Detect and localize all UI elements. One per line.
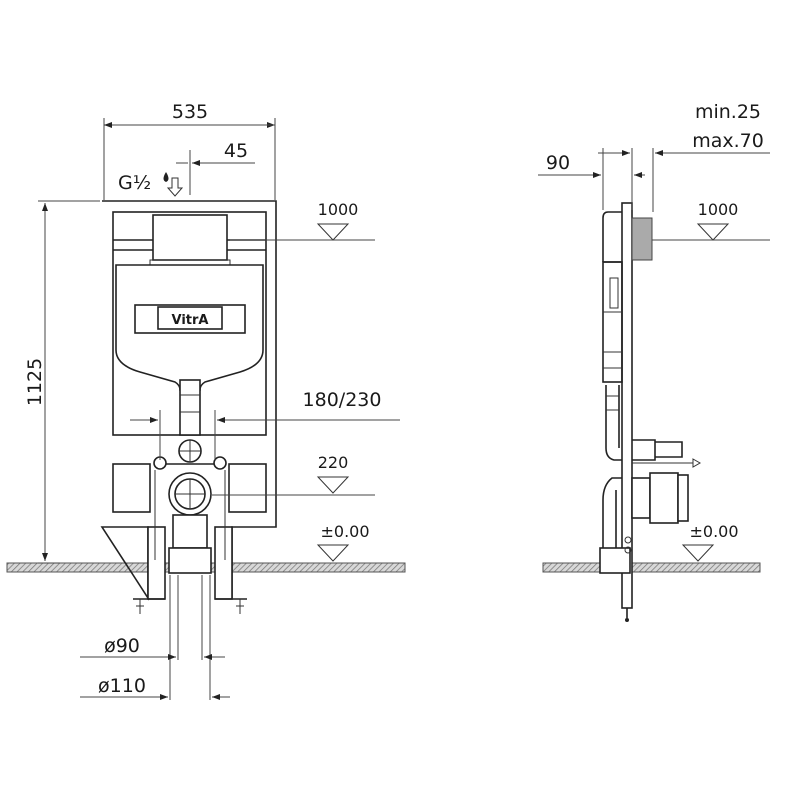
level-floor-side: ±0.00 — [689, 522, 738, 541]
pipe-90-label: ø90 — [104, 635, 140, 657]
pipe-110-label: ø110 — [98, 675, 146, 697]
drain-bend-side — [602, 477, 622, 560]
level-marker-icon — [316, 476, 350, 494]
level-floor-front: ±0.00 — [320, 522, 369, 541]
level-220: 220 — [318, 453, 349, 472]
side-view: 90 min.25 max.70 1000 ±0.00 — [538, 101, 770, 622]
front-view: VitrA 535 45 G½ 1125 1000 — [6, 101, 406, 700]
logo-panel — [134, 304, 246, 334]
frame-legs — [133, 526, 247, 614]
water-drop-icon — [163, 172, 169, 182]
level-1000-side: 1000 — [698, 200, 739, 219]
floor-slab-side — [542, 562, 761, 573]
min-dimension: min.25 — [695, 101, 761, 123]
max-dimension: max.70 — [692, 130, 764, 152]
level-marker-icon — [681, 544, 715, 562]
depth-dimension: 90 — [546, 152, 570, 174]
level-1000-front: 1000 — [318, 200, 359, 219]
flush-plate-side — [631, 217, 653, 261]
drain-outlet-side — [649, 472, 679, 524]
flush-plate — [152, 214, 228, 261]
level-marker-icon — [316, 544, 350, 562]
level-marker-icon — [316, 223, 350, 241]
height-dimension: 1125 — [24, 358, 46, 406]
offset-dimension: 45 — [224, 140, 248, 162]
level-marker-icon — [696, 223, 730, 241]
width-dimension: 535 — [172, 101, 208, 123]
fixing-dimension: 180/230 — [303, 389, 382, 411]
drain-pipe — [172, 514, 208, 549]
vitra-logo: VitrA — [172, 313, 209, 328]
inlet-arrow-icon — [166, 177, 184, 197]
water-inlet-label: G½ — [118, 172, 151, 194]
cistern-side — [602, 261, 623, 383]
